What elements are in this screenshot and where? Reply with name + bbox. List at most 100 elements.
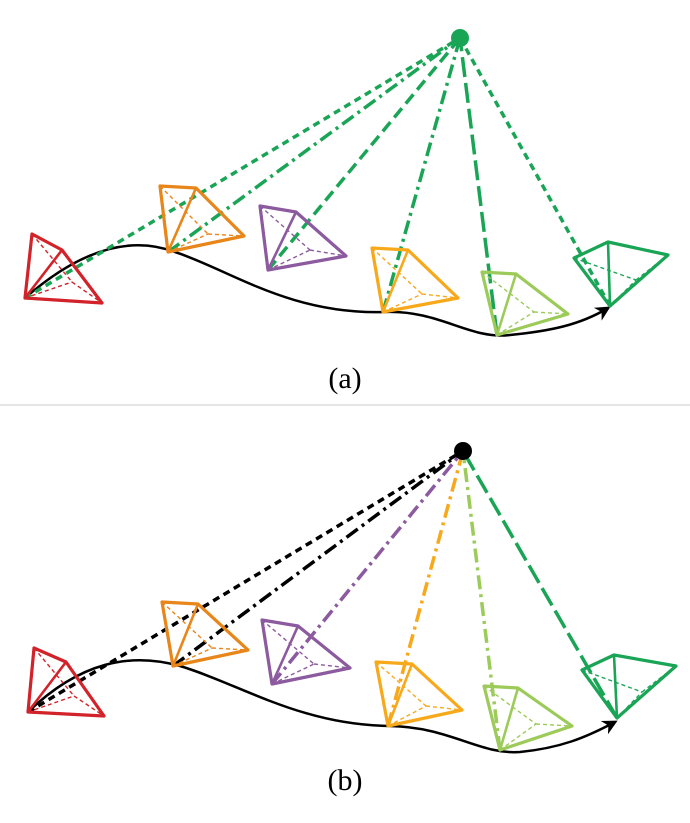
camera-frustum-edge [498,686,520,752]
camera-frustum-edge [615,664,678,720]
caption-a: (a) [328,362,361,395]
observation-ray [461,450,619,719]
camera-frustum-hidden-edge [211,647,249,651]
camera-frustum-hidden-edge [167,233,209,253]
camera-frustum-edge [60,248,104,305]
camera-frustum-edge [194,186,246,238]
camera-frustum-hidden-edge [71,281,103,304]
camera-pose [482,684,574,752]
camera-frustum-edge [166,186,198,254]
camera-frustum-edge [480,270,518,276]
camera-frustum-edge [64,660,106,718]
camera-frustum-edge [296,624,352,670]
camera-poses-b [26,600,678,752]
camera-frustum-edge [30,232,64,252]
camera-frustum-hidden-edge [31,233,73,283]
camera-frustum-edge [26,646,36,714]
camera-frustum-hidden-edge [641,665,677,693]
camera-frustum-edge [410,662,464,712]
camera-frustum-hidden-edge [496,311,535,336]
camera-frustum-hidden-edge [313,663,351,669]
camera-frustum-edge [270,624,300,686]
camera-frustum-hidden-edge [499,723,537,751]
camera-frustum-hidden-edge [573,257,637,281]
camera-frustum-hidden-edge [533,311,569,315]
camera-pose [572,240,670,308]
camera-frustum-edge [370,246,385,314]
camera-frustum-edge [381,296,460,314]
camera-frustum-edge [160,600,200,606]
camera-frustum-edge [160,600,175,668]
camera-frustum-edge [514,272,570,316]
camera-frustum-hidden-edge [581,669,643,693]
observation-ray [171,449,465,668]
camera-frustum-hidden-edge [33,647,75,697]
camera-frustum-edge [294,210,348,258]
observation-ray [24,36,461,300]
camera-frustum-hidden-edge [421,293,459,299]
camera-pose [160,600,250,668]
camera-pose [158,184,246,254]
camera-frustum-edge [580,653,616,672]
camera-frustum-edge [608,253,670,308]
camera-frustum-hidden-edge [73,695,105,717]
camera-pose [370,246,460,314]
camera-trajectory-b [27,659,618,754]
camera-frustum-edge [26,660,68,714]
camera-frustum-edge [260,618,274,686]
camera-pose [258,204,348,272]
camera-frustum-edge [171,648,250,668]
camera-frustum-edge [495,312,570,337]
camera-pose [23,232,104,305]
camera-frustum-edge [386,708,464,728]
camera-frustum-edge [606,240,670,257]
observation-ray [166,36,462,254]
camera-poses-a [23,184,670,337]
camera-frustum-edge [166,234,246,254]
camera-frustum-edge [606,240,612,308]
camera-frustum-edge [23,296,104,305]
camera-frustum-edge [270,666,352,686]
camera-frustum-edge [196,602,250,652]
camera-frustum-hidden-edge [261,619,315,665]
camera-frustum-edge [386,662,414,728]
observation-ray [458,37,499,336]
camera-frustum-hidden-edge [609,279,637,307]
camera-frustum-edge [612,653,678,668]
camera-frustum-edge [23,232,34,300]
panel-a: (a) [23,29,670,395]
camera-frustum-hidden-edge [27,695,75,713]
camera-frustum-hidden-edge [382,293,423,313]
observation-ray [458,37,612,307]
camera-trajectory-a [24,244,611,337]
camera-frustum-edge [374,660,390,728]
camera-frustum-hidden-edge [267,249,311,271]
camera-frustum-edge [171,602,200,668]
camera-frustum-hidden-edge [387,705,427,727]
camera-pose [580,653,678,720]
observation-ray [386,450,465,727]
camera-frustum-hidden-edge [483,685,537,725]
camera-frustum-hidden-edge [207,233,245,237]
observation-ray [270,449,465,686]
caption-b: (b) [328,764,363,797]
camera-pose [480,270,570,337]
observation-ray [266,36,462,272]
camera-frustum-edge [480,270,499,337]
landmark-point-a [451,29,469,47]
camera-frustum-edge [572,240,610,260]
camera-frustum-edge [482,684,520,690]
camera-frustum-edge [32,646,68,664]
camera-frustum-edge [612,653,619,720]
camera-frustum-hidden-edge [172,647,213,667]
camera-frustum-edge [516,686,574,728]
camera-frustum-hidden-edge [481,271,535,313]
camera-frustum-hidden-edge [161,601,213,649]
camera-frustum-hidden-edge [24,281,73,299]
camera-frustum-edge [498,724,574,752]
camera-frustum-edge [495,272,518,337]
camera-frustum-edge [260,618,300,628]
observation-ray [381,37,462,313]
camera-frustum-edge [26,710,106,718]
camera-frustum-edge [406,248,460,300]
